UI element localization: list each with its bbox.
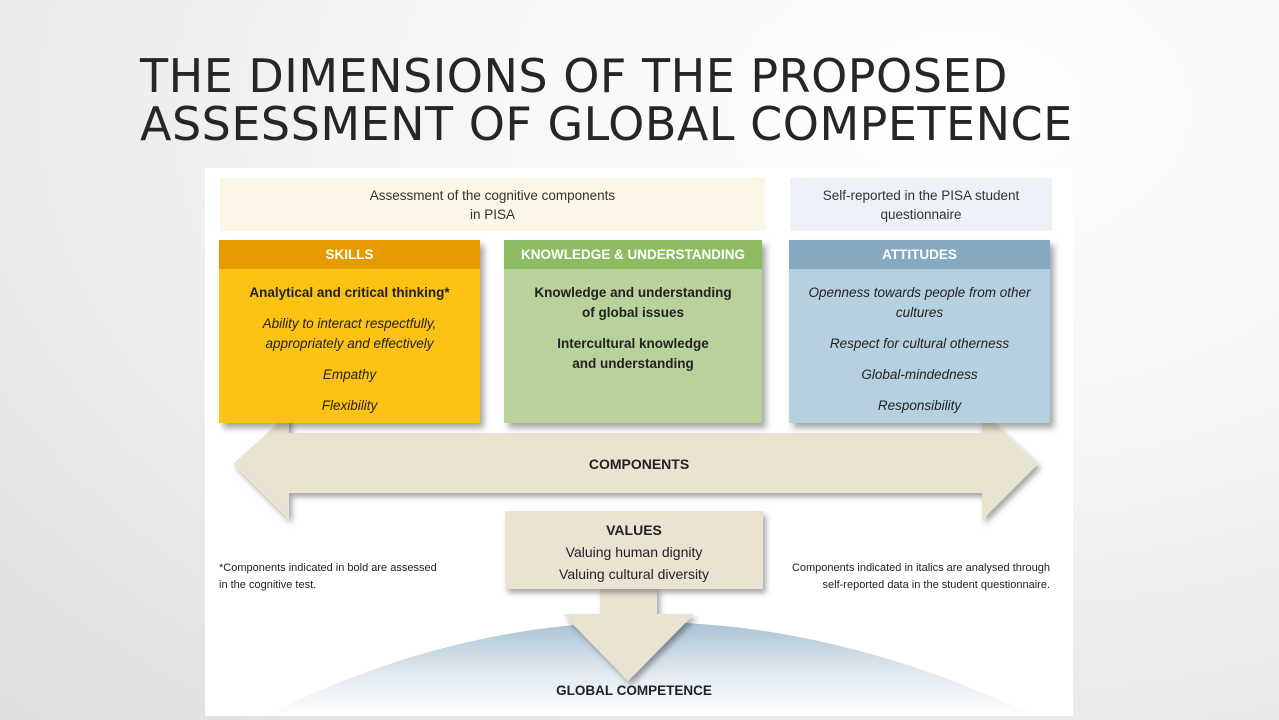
- attitudes-item: Responsibility: [877, 398, 962, 413]
- values-box: VALUES Valuing human dignity Valuing cul…: [505, 519, 763, 585]
- components-arrow: [233, 413, 1038, 520]
- note-italic-components: Components indicated in italics are anal…: [765, 560, 1050, 594]
- header-self-reported-line-1: Self-reported in the PISA student: [822, 187, 1020, 203]
- note-right-line-2: self-reported data in the student questi…: [822, 579, 1050, 591]
- note-bold-components: *Components indicated in bold are assess…: [219, 560, 479, 594]
- header-cognitive-line-1: Assessment of the cognitive components: [369, 187, 616, 203]
- attitudes-panel: ATTITUDES Openness towards people from o…: [789, 240, 1050, 423]
- skills-item: Ability to interact respectfully, approp…: [262, 316, 437, 351]
- values-item: Valuing cultural diversity: [559, 566, 709, 582]
- skills-item: Empathy: [322, 367, 377, 382]
- diagram-figure: Assessment of the cognitive components i…: [205, 168, 1073, 716]
- header-cognitive-line-2: in PISA: [469, 206, 515, 222]
- note-right-line-1: Components indicated in italics are anal…: [791, 562, 1050, 574]
- slide-title: THE DIMENSIONS OF THE PROPOSED ASSESSMEN…: [140, 52, 1240, 148]
- knowledge-item: Intercultural knowledge and understandin…: [557, 336, 709, 371]
- values-item: Valuing human dignity: [565, 544, 703, 560]
- skills-item: Flexibility: [321, 398, 378, 413]
- note-left-line-2: in the cognitive test.: [219, 579, 317, 591]
- skills-item: Analytical and critical thinking*: [249, 285, 450, 300]
- attitudes-item: Openness towards people from other cultu…: [808, 285, 1031, 320]
- note-left-line-1: *Components indicated in bold are assess…: [219, 562, 437, 574]
- down-arrow: [563, 588, 694, 681]
- header-self-reported-line-2: questionnaire: [880, 206, 962, 222]
- global-competence-label: GLOBAL COMPETENCE: [556, 683, 712, 698]
- header-box-cognitive: Assessment of the cognitive components i…: [220, 178, 765, 231]
- attitudes-item: Global-mindedness: [861, 367, 978, 382]
- values-box-bg: [505, 511, 763, 589]
- values-title: VALUES: [606, 522, 662, 538]
- components-label: COMPONENTS: [588, 456, 690, 472]
- knowledge-panel: KNOWLEDGE & UNDERSTANDING Knowledge and …: [504, 240, 762, 423]
- diagram-shapes: [233, 413, 1038, 716]
- header-box-self-reported: Self-reported in the PISA student questi…: [790, 178, 1052, 231]
- knowledge-title: KNOWLEDGE & UNDERSTANDING: [504, 240, 762, 269]
- skills-title: SKILLS: [219, 240, 480, 269]
- attitudes-title: ATTITUDES: [789, 240, 1050, 269]
- slide-title-line-2: ASSESSMENT OF GLOBAL COMPETENCE: [140, 97, 1073, 151]
- knowledge-item: Knowledge and understanding of global is…: [534, 285, 732, 320]
- globe-arc: [265, 622, 1035, 716]
- attitudes-item: Respect for cultural otherness: [829, 336, 1010, 351]
- skills-panel: SKILLS Analytical and critical thinking*…: [219, 240, 480, 423]
- slide-title-line-1: THE DIMENSIONS OF THE PROPOSED: [140, 49, 1008, 103]
